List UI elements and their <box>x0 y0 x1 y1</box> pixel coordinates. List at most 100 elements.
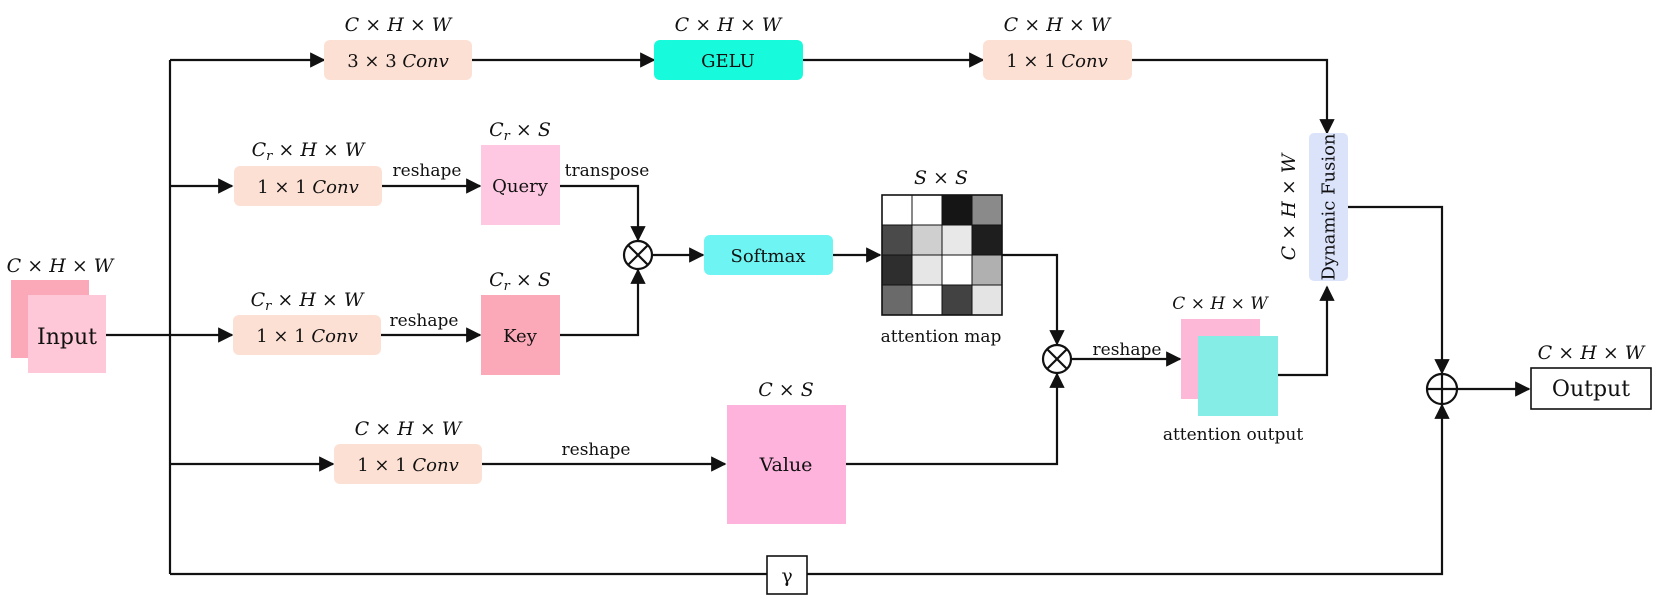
output-label: Output <box>1552 377 1630 402</box>
input-label: Input <box>37 325 97 350</box>
conv3x3-node: 3 × 3 Conv C × H × W <box>324 14 472 80</box>
gamma-box <box>766 555 808 595</box>
attention-map-cell-2-1 <box>911 254 943 286</box>
softmax-box <box>704 235 833 275</box>
gamma-node: γ <box>766 555 808 595</box>
matmul-qk-cross-b <box>627 244 649 266</box>
attention-map-dim-label: S × S <box>914 167 968 189</box>
conv1x1-top-box <box>983 40 1132 80</box>
attention-map-cell-2-2 <box>941 254 973 286</box>
conv1x1-top-node: 1 × 1 Conv C × H × W <box>983 14 1132 80</box>
value-conv-node: 1 × 1 Conv C × H × W <box>334 418 482 484</box>
dynamic-fusion-label: Dynamic Fusion <box>1319 133 1340 280</box>
attention-output-label: attention output <box>1163 425 1304 445</box>
conv3x3-label: 3 × 3 Conv <box>347 51 449 72</box>
attention-map-cell-0-1 <box>911 194 943 226</box>
arrow-key-to-matmul <box>560 268 646 337</box>
input-dim-label: C × H × W <box>7 255 115 277</box>
attention-map-cell-0-3 <box>971 194 1003 226</box>
attention-map-cell-2-0 <box>881 254 913 286</box>
conv3x3-dim-label: C × H × W <box>345 14 453 36</box>
attention-output-node: C × H × W attention output <box>1163 294 1304 445</box>
attention-map-cell-0-2 <box>941 194 973 226</box>
value-node: Value C × S <box>727 379 846 524</box>
reshape-value-label: reshape <box>562 440 631 460</box>
key-box <box>481 295 560 375</box>
softmax-label: Softmax <box>730 246 805 267</box>
value-label: Value <box>759 454 813 476</box>
arrow-query-to-matmul <box>560 184 646 242</box>
conv1x1-top-dim-label: C × H × W <box>1004 14 1112 36</box>
key-label: Key <box>503 326 538 347</box>
attention-map-cell-1-1 <box>911 224 943 256</box>
dynamic-fusion-box <box>1309 133 1348 281</box>
attention-map-label: attention map <box>881 327 1002 347</box>
arrow-value-to-matmul <box>846 372 1065 466</box>
add-operator <box>1425 372 1459 406</box>
conv3x3-box <box>324 40 472 80</box>
query-box <box>481 145 560 225</box>
gamma-label: γ <box>781 565 792 587</box>
query-conv-dim-label: Cr × H × W <box>252 139 366 164</box>
attention-map-cell-3-1 <box>911 284 943 316</box>
edge-labels: reshape reshape reshape reshape transpos… <box>390 161 1162 460</box>
attention-map-cell-3-2 <box>941 284 973 316</box>
arrow-fusion-to-add <box>1348 205 1450 375</box>
key-conv-node: 1 × 1 Conv Cr × H × W <box>233 289 381 355</box>
attention-map-cell-3-0 <box>881 284 913 316</box>
reshape-query-label: reshape <box>393 161 462 181</box>
attention-map-grid <box>881 194 1003 316</box>
matmul-qk-operator <box>622 239 654 271</box>
key-conv-dim-label: Cr × H × W <box>251 289 365 314</box>
key-conv-box <box>233 315 381 355</box>
arrow-residual-to-add <box>807 403 1450 576</box>
matmul-av-cross-b <box>1046 348 1068 370</box>
query-conv-label: 1 × 1 Conv <box>257 177 359 198</box>
attention-map-cell-0-0 <box>881 194 913 226</box>
transpose-label: transpose <box>565 161 650 181</box>
input-front-square <box>28 295 106 373</box>
query-conv-box <box>234 166 382 206</box>
key-conv-label: 1 × 1 Conv <box>256 326 358 347</box>
attention-map-node: S × S attention map <box>881 167 1003 347</box>
value-dim-label: C × S <box>758 379 814 401</box>
softmax-node: Softmax <box>704 235 833 275</box>
query-node: Query Cr × S <box>481 119 560 225</box>
arrow-attn-to-fusion <box>1278 285 1335 377</box>
arrow-to-dynamic-fusion <box>1132 58 1335 135</box>
dynamic-fusion-dim-label: C × H × W <box>1278 152 1300 260</box>
query-dim-label: Cr × S <box>489 119 551 144</box>
reshape-attention-label: reshape <box>1093 340 1162 360</box>
attention-map-cell-3-3 <box>971 284 1003 316</box>
value-box <box>727 405 846 524</box>
attention-map-cell-2-3 <box>971 254 1003 286</box>
gelu-dim-label: C × H × W <box>675 14 783 36</box>
gelu-label: GELU <box>701 51 755 72</box>
key-node: Key Cr × S <box>481 269 560 375</box>
gelu-node: GELU C × H × W <box>654 14 803 80</box>
output-dim-label: C × H × W <box>1538 342 1646 364</box>
attention-map-cell-1-0 <box>881 224 913 256</box>
gelu-box <box>654 40 803 80</box>
output-box <box>1530 367 1652 410</box>
value-conv-box <box>334 444 482 484</box>
conv1x1-top-label: 1 × 1 Conv <box>1006 51 1108 72</box>
output-node: Output C × H × W <box>1530 342 1652 410</box>
arrow-map-to-matmul <box>1002 253 1065 346</box>
matmul-av-operator <box>1041 343 1073 375</box>
attention-map-border <box>881 194 1003 316</box>
dynamic-fusion-node: Dynamic Fusion C × H × W <box>1278 133 1348 281</box>
attention-output-front-square <box>1198 336 1278 416</box>
reshape-key-label: reshape <box>390 311 459 331</box>
attention-output-dim-label: C × H × W <box>1172 294 1269 314</box>
input-node: Input C × H × W <box>7 255 115 373</box>
attention-map-cell-1-3 <box>971 224 1003 256</box>
query-conv-node: 1 × 1 Conv Cr × H × W <box>234 139 382 206</box>
query-label: Query <box>492 176 549 197</box>
key-dim-label: Cr × S <box>489 269 551 294</box>
connections <box>106 52 1531 576</box>
value-conv-dim-label: C × H × W <box>355 418 463 440</box>
value-conv-label: 1 × 1 Conv <box>357 455 459 476</box>
attention-map-cell-1-2 <box>941 224 973 256</box>
